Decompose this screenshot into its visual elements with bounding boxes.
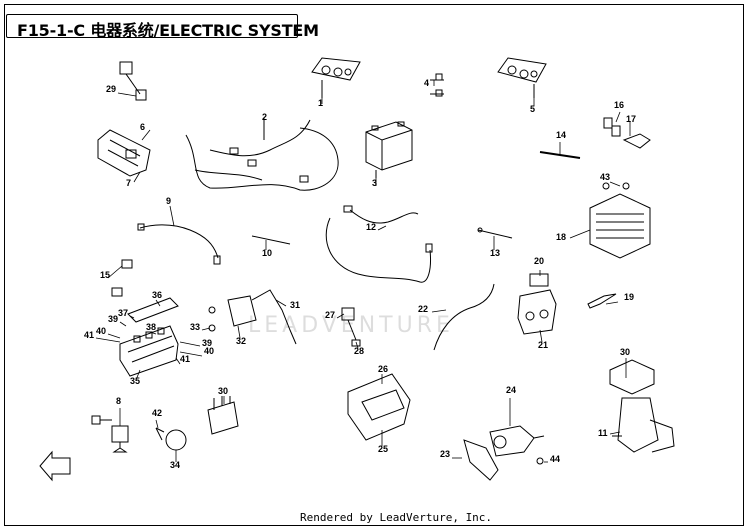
direction-arrow-icon [39,450,71,482]
part-22-cable[interactable] [433,283,495,351]
part-8-relay[interactable] [91,415,129,453]
part-number-label: 28 [354,346,364,356]
part-number-label: 36 [152,290,162,300]
part-9-harness[interactable] [137,223,221,265]
part-35-fuse-box[interactable] [119,297,179,377]
part-number-label: 40 [96,326,106,336]
part-6-switch-assembly[interactable] [97,129,151,177]
part-number-label: 26 [378,364,388,374]
part-number-label: 6 [140,122,145,132]
part-number-label: 31 [290,300,300,310]
part-14-rod[interactable] [539,151,581,159]
part-number-label: 27 [325,310,335,320]
part-34-horn[interactable] [155,427,187,451]
part-number-label: 23 [440,449,450,459]
part-number-label: 7 [126,178,131,188]
part-number-label: 21 [538,340,548,350]
part-44-bolt[interactable] [536,457,544,465]
part-number-label: 22 [418,304,428,314]
part-4-fittings[interactable] [430,73,444,97]
part-number-label: 20 [534,256,544,266]
part-3-battery[interactable] [365,121,413,178]
part-number-label: 18 [556,232,566,242]
part-5-connector-set[interactable] [497,57,547,98]
part-42-bolt[interactable] [155,427,163,441]
part-number-label: 14 [556,130,566,140]
part-number-label: 44 [550,454,560,464]
part-25-ecu[interactable] [347,373,411,441]
part-number-label: 11 [598,428,608,438]
part-number-label: 15 [100,270,110,280]
part-43-bolt[interactable] [602,182,630,190]
part-number-label: 8 [116,396,121,406]
part-number-label: 43 [600,172,610,182]
part-number-label: 42 [152,408,162,418]
part-number-label: 19 [624,292,634,302]
part-number-label: 2 [262,112,267,122]
footer-credit: Rendered by LeadVerture, Inc. [300,511,493,524]
part-15-connector[interactable] [111,259,133,297]
part-number-label: 40 [204,346,214,356]
part-number-label: 13 [490,248,500,258]
diagram-frame [4,4,744,526]
page-title: F15-1-C 电器系统/ELECTRIC SYSTEM [17,21,319,40]
part-32-ignition-coil[interactable] [208,289,297,345]
part-number-label: 10 [262,248,272,258]
part-number-label: 1 [318,98,323,108]
part-number-label: 30 [218,386,228,396]
part-13-cable[interactable] [477,227,513,239]
part-number-label: 32 [236,336,246,346]
part-number-label: 41 [84,330,94,340]
part-16-sensor[interactable] [603,117,651,149]
part-number-label: 41 [180,354,190,364]
part-29-ignition-switch[interactable] [119,61,147,101]
part-number-label: 16 [614,100,624,110]
part-number-label: 38 [146,322,156,332]
part-11-fuel-pump[interactable] [609,359,675,453]
part-number-label: 37 [118,308,128,318]
part-number-label: 12 [366,222,376,232]
part-number-label: 4 [424,78,429,88]
part-number-label: 33 [190,322,200,332]
part-30-relay[interactable] [207,396,239,435]
part-number-label: 9 [166,196,171,206]
part-number-label: 29 [106,84,116,94]
part-number-label: 17 [626,114,636,124]
part-18-regulator[interactable] [589,193,651,259]
watermark-text: LEADVENTURE [248,313,454,338]
part-2-main-harness[interactable] [185,118,339,191]
part-number-label: 24 [506,385,516,395]
part-12-harness[interactable] [325,205,433,283]
part-10-cable[interactable] [251,235,291,245]
part-1-connector-set[interactable] [311,57,361,98]
part-21-starter-relay[interactable] [517,273,557,335]
part-number-label: 35 [130,376,140,386]
title-box: F15-1-C 电器系统/ELECTRIC SYSTEM [6,14,319,40]
part-24-starter-motor[interactable] [463,425,545,481]
part-27-sensor[interactable] [341,307,361,347]
part-number-label: 5 [530,104,535,114]
part-number-label: 25 [378,444,388,454]
part-number-label: 30 [620,347,630,357]
part-number-label: 3 [372,178,377,188]
part-number-labels: 1234567891011121314151617181920212223242… [84,78,636,470]
part-19-bracket[interactable] [587,293,617,309]
part-number-label: 39 [108,314,118,324]
part-number-label: 39 [202,338,212,348]
part-number-label: 34 [170,460,180,470]
